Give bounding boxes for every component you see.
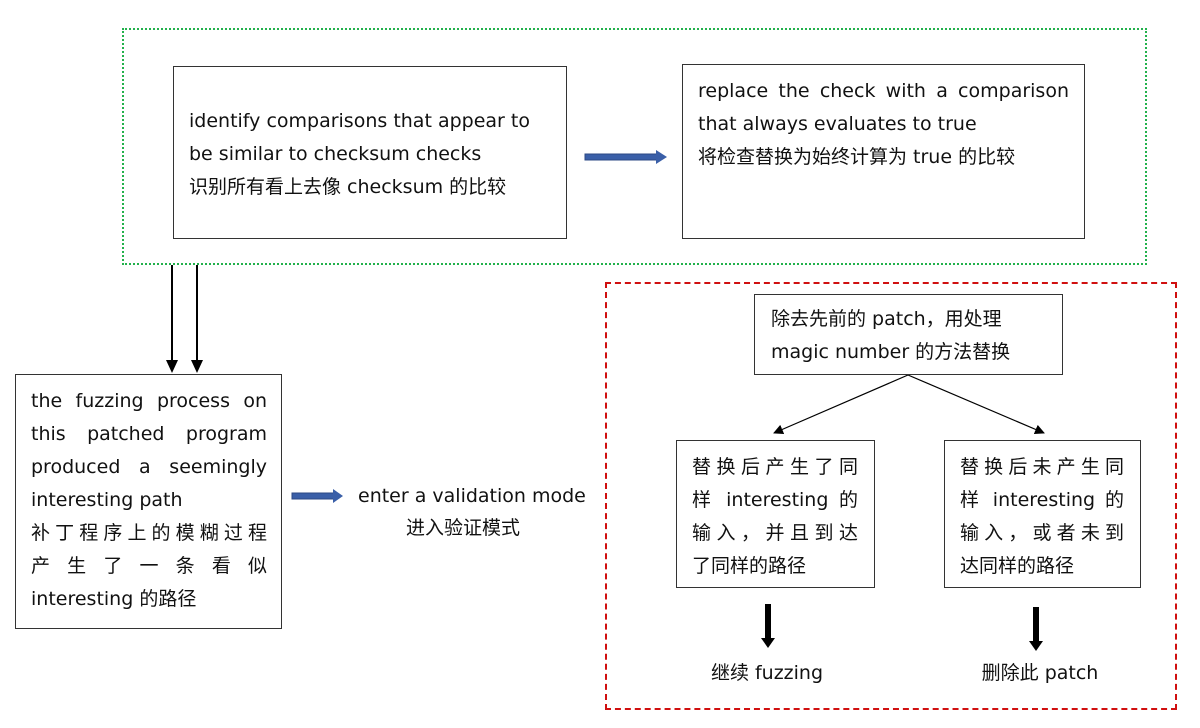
text-line: interesting 的路径 — [31, 588, 197, 610]
different-path-box: 替换后未产生同 样 interesting 的 输入，或者未到 达同样的路径 — [944, 440, 1141, 588]
blue-arrow-icon — [584, 150, 667, 164]
same-path-box: 替换后产生了同 样 interesting 的 输入，并且到达 了同样的路径 — [676, 440, 875, 588]
text-line: the fuzzing process on — [31, 390, 267, 412]
text-line: 了同样的路径 — [692, 555, 807, 577]
fuzzing-process-box: the fuzzing process on this patched prog… — [15, 374, 282, 629]
text-line: 产 生 了 一 条 看 似 — [31, 555, 267, 577]
blue-arrow-icon — [291, 489, 343, 503]
text-line: 补丁程序上的模糊过程 — [31, 522, 267, 544]
text-line: identify comparisons that appear to — [189, 110, 530, 132]
identify-comparisons-box: identify comparisons that appear to be s… — [173, 66, 567, 239]
text-line: this patched program — [31, 423, 267, 445]
text-line: 达同样的路径 — [960, 555, 1075, 577]
remove-patch-box: 除去先前的 patch，用处理 magic number 的方法替换 — [754, 294, 1063, 375]
text-line: produced a seemingly — [31, 456, 267, 478]
text-line: 将检查替换为始终计算为 true 的比较 — [698, 146, 1016, 168]
validation-mode-group — [605, 282, 1177, 710]
branch-arrow-icon — [773, 374, 1045, 435]
continue-fuzzing-label: 继续 fuzzing — [710, 662, 824, 684]
validation-mode-label: enter a validation mode — [358, 485, 586, 507]
delete-patch-label: 删除此 patch — [981, 662, 1099, 684]
text-line: 样 interesting 的 — [692, 489, 858, 511]
text-line: 识别所有看上去像 checksum 的比较 — [189, 176, 507, 198]
text-line: 替换后产生了同 — [692, 456, 858, 478]
down-arrow-icon — [166, 265, 203, 373]
validation-mode-label-zh: 进入验证模式 — [406, 517, 521, 539]
text-line: 除去先前的 patch，用处理 — [771, 308, 1002, 330]
thick-down-arrow-icon — [761, 604, 1043, 651]
text-line: 替换后未产生同 — [960, 456, 1124, 478]
text-line: 样 interesting 的 — [960, 489, 1124, 511]
replace-check-box: replace the check with a comparison that… — [682, 64, 1085, 239]
checksum-patch-group — [122, 28, 1147, 265]
text-line: replace the check with a comparison — [698, 80, 1069, 102]
text-line: 输入，或者未到 — [960, 522, 1124, 544]
text-line: 输入，并且到达 — [692, 522, 858, 544]
text-line: interesting path — [31, 489, 183, 511]
text-line: be similar to checksum checks — [189, 143, 482, 165]
text-line: magic number 的方法替换 — [771, 341, 1011, 363]
text-line: that always evaluates to true — [698, 113, 977, 135]
